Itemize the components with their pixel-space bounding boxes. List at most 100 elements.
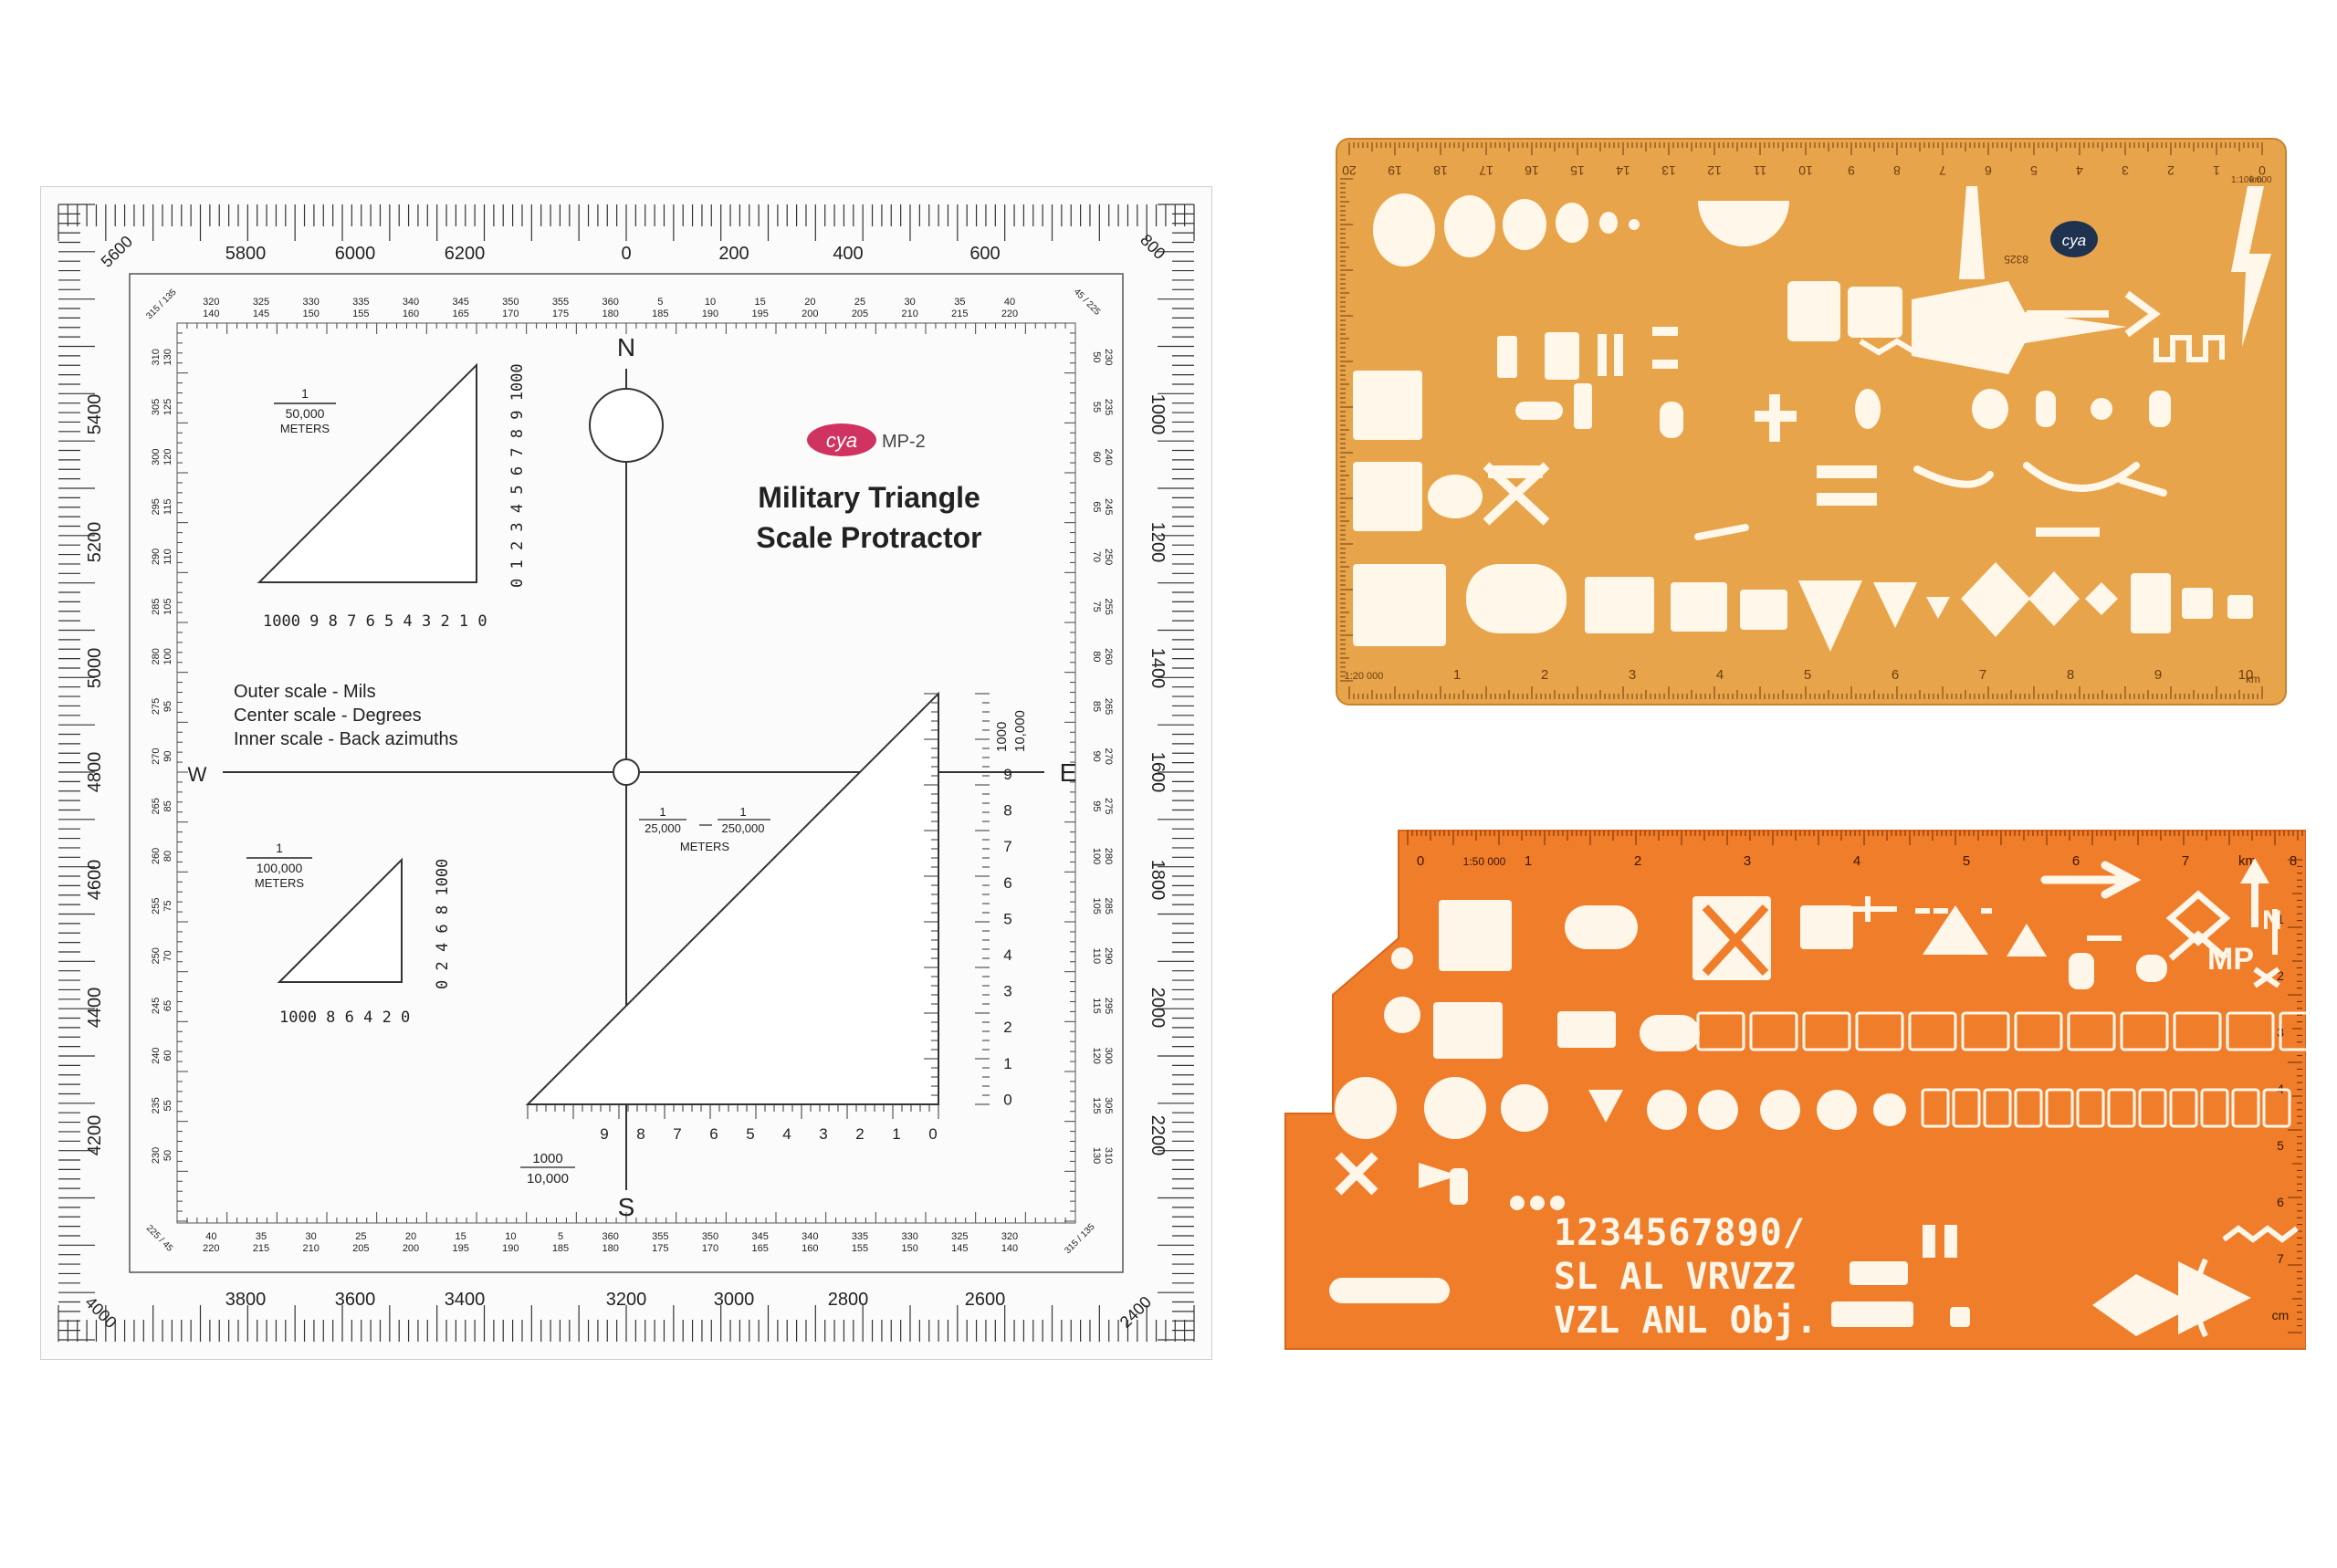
top-ruler-label: 19 — [1388, 163, 1402, 178]
left-back-azimuth-label: 105 — [162, 598, 173, 614]
bottom-back-azimuth-label: 165 — [751, 1243, 768, 1254]
bottom-degree-label: 325 — [951, 1231, 968, 1242]
stencil-frame — [2076, 1088, 2105, 1128]
right-degree-label: 60 — [1091, 452, 1102, 463]
stencil-cutout — [1503, 199, 1546, 250]
ruler-label: 8 — [2290, 853, 2297, 869]
bottom-ruler-label: 4 — [1716, 667, 1724, 683]
stencil-top-cutouts — [1353, 186, 2271, 652]
top-degree-label: 345 — [452, 297, 468, 308]
right-back-azimuth-label: 305 — [1103, 1097, 1114, 1113]
scale-10k-den: 10,000 — [527, 1171, 569, 1186]
stencil-cutout — [1652, 327, 1678, 336]
top-degree-label: 350 — [502, 297, 519, 308]
stencil-cutout — [2091, 398, 2112, 420]
top-ruler-label: 5 — [2030, 163, 2038, 178]
right-back-azimuth-label: 300 — [1103, 1047, 1114, 1063]
stencil-cutout — [2069, 953, 2094, 989]
bottom-ruler-label: 10 — [2238, 667, 2254, 683]
side-ruler-label: cm — [2272, 1308, 2290, 1322]
stencil-cutout — [1850, 1261, 1908, 1285]
top-degree-label: 5 — [657, 297, 663, 308]
left-back-azimuth-label: 60 — [162, 1051, 173, 1061]
stencil-cutout — [1599, 212, 1618, 234]
left-mil-label: 5200 — [85, 522, 105, 563]
bottom-back-azimuth-label: 175 — [652, 1243, 668, 1254]
stencil-bottom-cutouts — [1329, 858, 2328, 1338]
east-label: E — [1060, 758, 1077, 787]
top-back-azimuth-label: 180 — [602, 308, 618, 319]
stencil-cutout-line — [2023, 462, 2140, 492]
right-degree-label: 70 — [1091, 551, 1102, 562]
bottom-back-azimuth-label: 180 — [602, 1243, 618, 1254]
left-degree-label: 305 — [151, 399, 162, 415]
right-degree-label: 120 — [1091, 1047, 1102, 1063]
stencil-cutout — [1798, 580, 1862, 652]
right-back-azimuth-label: 230 — [1103, 349, 1114, 365]
brand-logo — [807, 423, 876, 456]
stencil-frame — [1921, 1088, 1950, 1128]
stencil-cutout — [2092, 1274, 2196, 1336]
stencil-frame — [1855, 1011, 1904, 1051]
right-degree-label: 65 — [1091, 501, 1102, 512]
bottom-mil-label: 3800 — [225, 1290, 267, 1310]
right-degree-label: 105 — [1091, 897, 1102, 914]
stencil-frame — [2045, 1088, 2074, 1128]
bottom-back-azimuth-label: 155 — [852, 1243, 868, 1254]
top-ruler-label: 18 — [1433, 163, 1448, 178]
left-degree-label: 235 — [151, 1097, 162, 1113]
stencil-cutout — [1800, 905, 1853, 949]
stencil-cutout — [1817, 1090, 1857, 1130]
stencil-cutout — [1855, 389, 1881, 429]
top-ruler-label: 16 — [1525, 163, 1539, 178]
top-back-azimuth-label: 170 — [502, 308, 519, 319]
stencil-cutout — [2251, 873, 2258, 927]
stencil-frame — [1908, 1011, 1957, 1051]
bottom-back-azimuth-label: 160 — [802, 1243, 818, 1254]
right-back-azimuth-label: 285 — [1103, 897, 1114, 914]
military-protractor: N S E W cya MP-2 Military Triangle Scale… — [39, 185, 1213, 1361]
legend-center: Center scale - Degrees — [234, 706, 422, 726]
top-degree-label: 340 — [403, 297, 419, 308]
left-mil-label: 4400 — [85, 988, 105, 1029]
stencil-cutout — [1923, 1225, 1935, 1258]
tri-base-label: 1 — [892, 1125, 900, 1143]
scale-250k-den: 250,000 — [722, 821, 765, 835]
stencil-cutout — [1671, 582, 1727, 632]
side-ruler-label: 2 — [2277, 968, 2284, 983]
bottom-ruler-label: 5 — [1804, 667, 1811, 683]
stencil-cutout — [1550, 1196, 1565, 1210]
stencil-zigzag — [1859, 335, 2225, 362]
stencil-top-unit: km — [2250, 175, 2262, 185]
bottom-degree-label: 40 — [205, 1231, 216, 1242]
right-back-azimuth-label: 260 — [1103, 648, 1114, 664]
left-back-azimuth-label: 130 — [162, 349, 173, 365]
bottom-degree-label: 20 — [405, 1231, 416, 1242]
bottom-back-azimuth-label: 190 — [502, 1243, 519, 1254]
tri-base-label: 4 — [782, 1125, 791, 1143]
stencil-cutout — [1698, 1090, 1738, 1130]
top-mil-label: 400 — [833, 244, 863, 264]
right-mil-label: 1600 — [1148, 752, 1168, 793]
tri-base-label: 5 — [746, 1125, 754, 1143]
ruler-label: 5 — [1963, 853, 1970, 869]
left-degree-label: 290 — [151, 549, 162, 565]
top-ruler-label: 14 — [1616, 163, 1630, 178]
stencil-top-model: 8325 — [2004, 253, 2028, 266]
bottom-mil-label: 3200 — [606, 1290, 647, 1310]
model-label: MP-2 — [882, 432, 926, 452]
top-back-azimuth-label: 205 — [852, 308, 868, 319]
left-back-azimuth-label: 75 — [162, 901, 173, 912]
top-back-azimuth-label: 150 — [302, 308, 319, 319]
bottom-degree-label: 340 — [802, 1231, 818, 1242]
stencil-cutout — [1923, 905, 1988, 955]
top-ruler-label: 6 — [1985, 163, 1992, 178]
scale-10k-side-num: 1000 — [994, 722, 1010, 752]
west-label: W — [188, 763, 207, 786]
top-ruler-label: 4 — [2076, 163, 2083, 178]
right-mil-label: 2200 — [1148, 1115, 1168, 1156]
stencil-cutout — [1501, 1084, 1548, 1132]
stencil-cutout — [1926, 597, 1950, 619]
title-line-1: Military Triangle — [758, 481, 980, 514]
